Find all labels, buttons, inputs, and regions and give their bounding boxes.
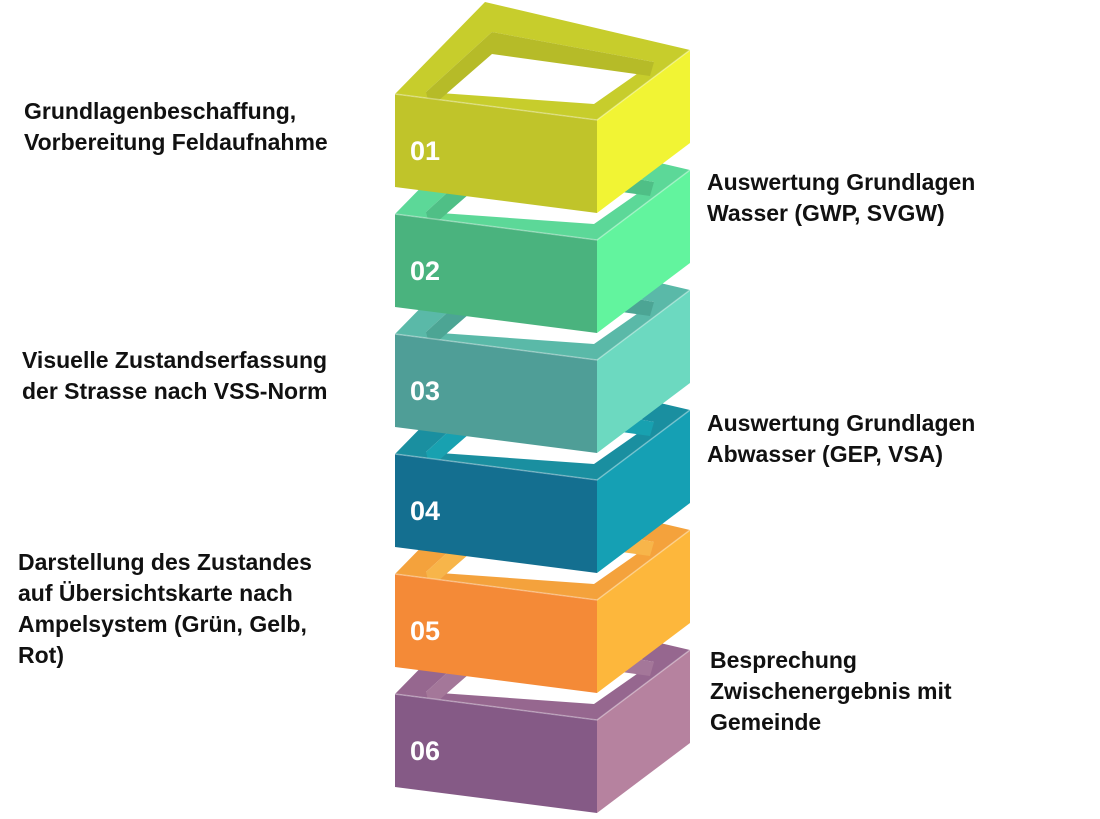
frame-inner-wall <box>492 32 654 76</box>
frame-number: 04 <box>410 496 440 526</box>
step-label-line: Abwasser (GEP, VSA) <box>707 441 944 467</box>
frame-front-face <box>395 94 597 213</box>
frame-front-face <box>395 214 597 333</box>
step-label-line: Zwischenergebnis mit <box>710 678 952 704</box>
frame-edge <box>394 649 691 721</box>
step-label-line: Ampelsystem (Grün, Gelb, <box>18 611 307 637</box>
frame-number: 03 <box>410 376 440 406</box>
frame-right-face <box>597 650 690 813</box>
step-label-line: Besprechung <box>710 647 857 673</box>
frame-edge <box>394 289 691 361</box>
frame-front-face <box>395 334 597 453</box>
frame-right-face <box>597 50 690 213</box>
frame-edge <box>394 49 691 121</box>
frame-inner-wall <box>426 32 492 108</box>
step-label-line: der Strasse nach VSS-Norm <box>22 378 328 404</box>
step-label-04: Auswertung Grundlagen Abwasser (GEP, VSA… <box>707 408 975 470</box>
frame-edge <box>394 169 691 241</box>
step-label-06: Besprechung Zwischenergebnis mit Gemeind… <box>710 645 952 738</box>
frame-number: 06 <box>410 736 440 766</box>
step-label-line: auf Übersichtskarte nach <box>18 580 293 606</box>
frame-right-face <box>597 290 690 453</box>
frame-front-face <box>395 694 597 813</box>
frame-right-face <box>597 530 690 693</box>
step-label-line: Grundlagenbeschaffung, <box>24 98 297 124</box>
frame-edge <box>394 409 691 481</box>
step-label-line: Rot) <box>18 642 64 668</box>
frame-number: 02 <box>410 256 440 286</box>
step-label-line: Darstellung des Zustandes <box>18 549 312 575</box>
frame-front-face <box>395 454 597 573</box>
frame-right-face <box>597 170 690 333</box>
step-label-02: Auswertung Grundlagen Wasser (GWP, SVGW) <box>707 167 975 229</box>
step-label-line: Gemeinde <box>710 709 822 735</box>
step-label-line: Visuelle Zustandserfassung <box>22 347 328 373</box>
frame-number: 01 <box>410 136 440 166</box>
step-label-line: Wasser (GWP, SVGW) <box>707 200 945 226</box>
frame-01: 01 <box>394 2 691 213</box>
step-label-line: Vorbereitung Feldaufnahme <box>24 129 328 155</box>
frame-front-face <box>395 574 597 693</box>
step-label-line: Auswertung Grundlagen <box>707 410 976 436</box>
step-label-03: Visuelle Zustandserfassung der Strasse n… <box>22 345 328 407</box>
step-label-05: Darstellung des Zustandes auf Übersichts… <box>18 547 312 671</box>
frame-right-face <box>597 410 690 573</box>
step-label-01: Grundlagenbeschaffung, Vorbereitung Feld… <box>24 96 328 158</box>
frame-edge <box>394 529 691 601</box>
step-label-line: Auswertung Grundlagen <box>707 169 976 195</box>
frame-number: 05 <box>410 616 440 646</box>
